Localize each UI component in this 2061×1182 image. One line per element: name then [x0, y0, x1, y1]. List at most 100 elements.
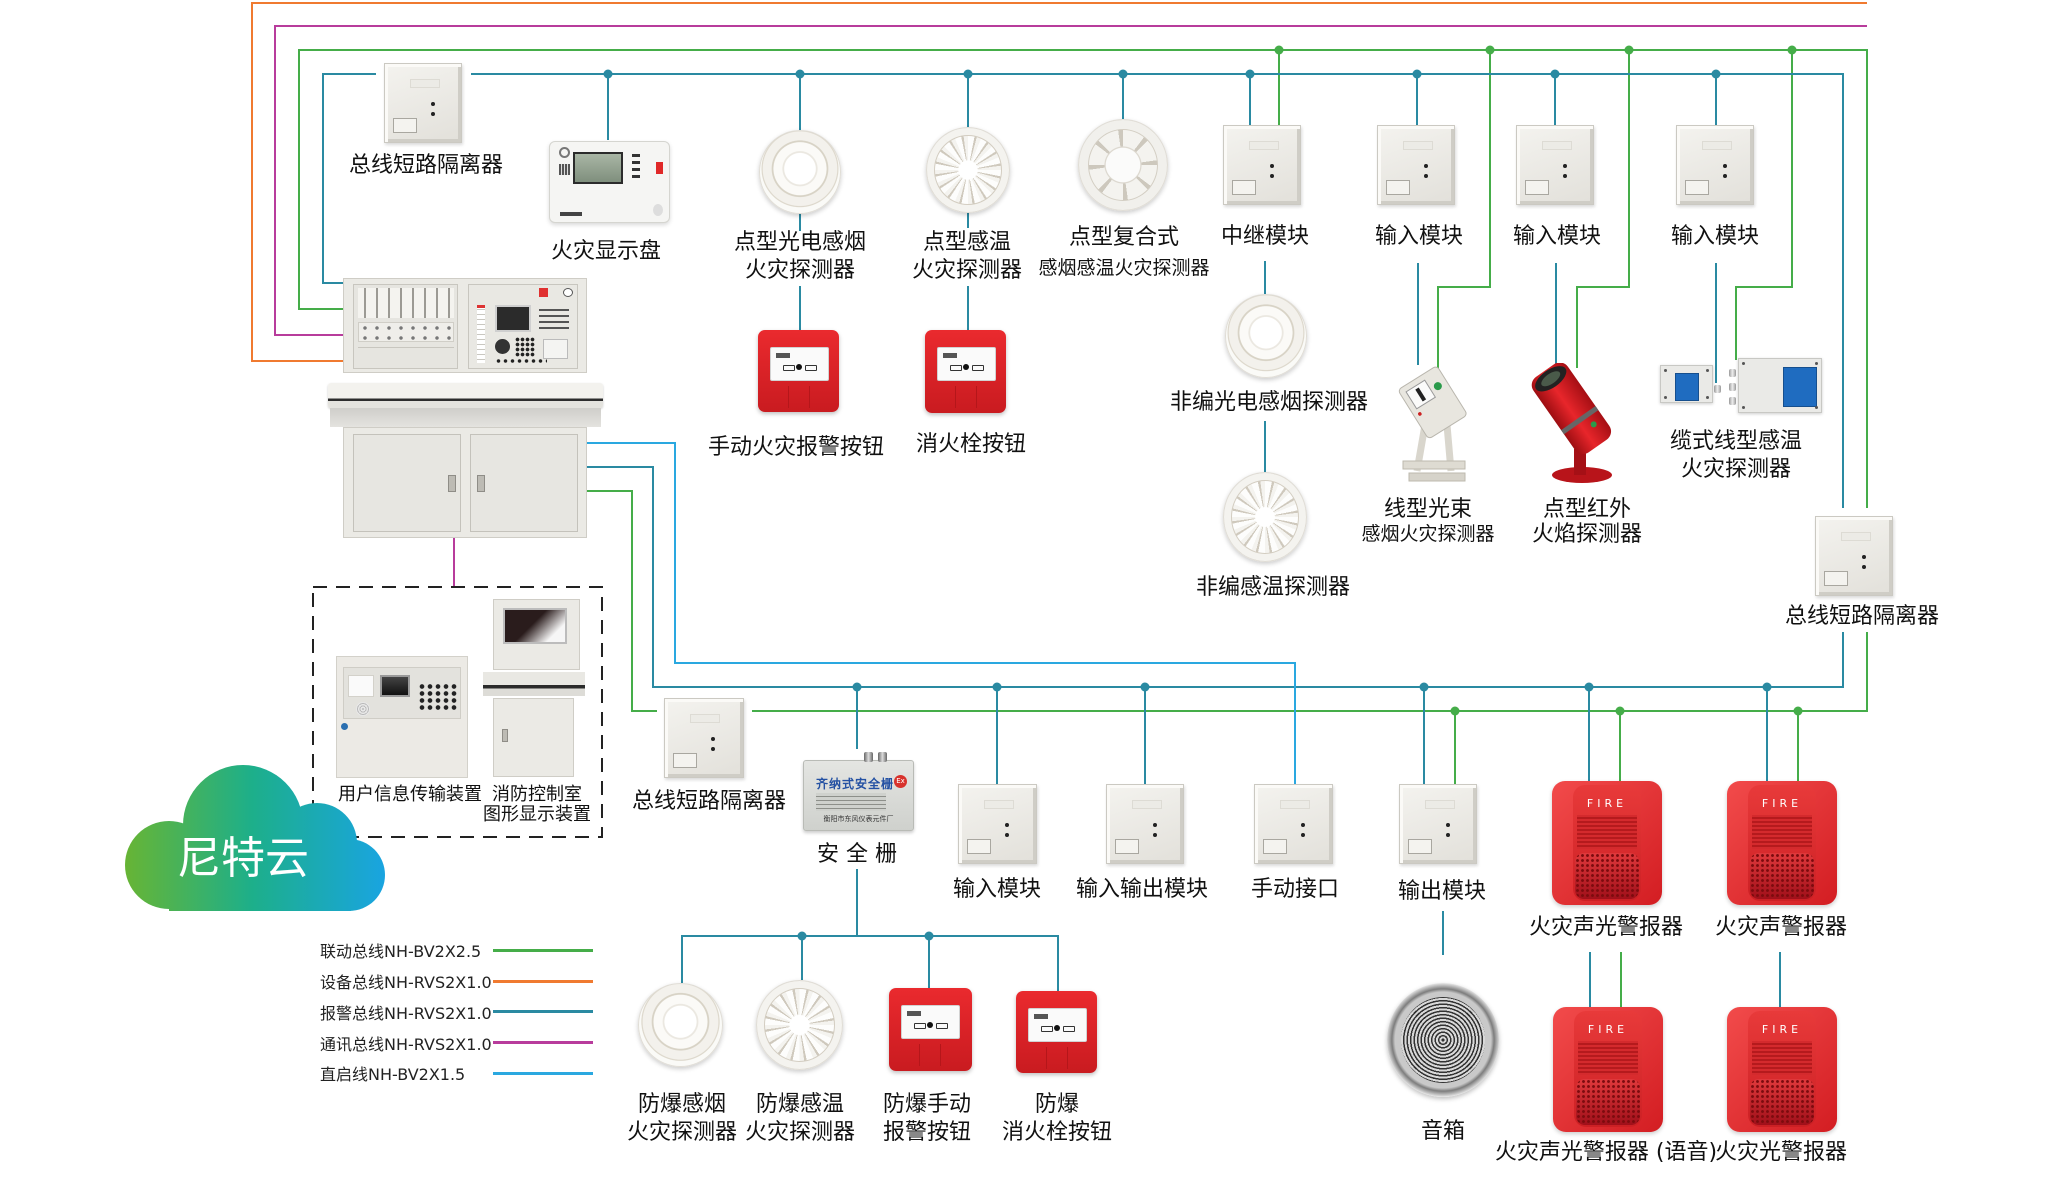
- linkage-drop-cable-heat-detector: [1735, 50, 1793, 360]
- legend-swatch: [493, 979, 593, 983]
- label-line: 火灾探测器: [744, 1120, 856, 1145]
- label-line: 非编光电感烟探测器: [1169, 390, 1369, 415]
- label-line: 用户信息传输装置: [338, 784, 482, 805]
- bus-isolator-top: [384, 63, 462, 143]
- linkage-bus-junctions: [1274, 45, 1803, 716]
- speaker-label: 音箱: [1421, 1118, 1465, 1146]
- label-line: 防爆感温: [755, 1092, 845, 1117]
- zener-safety-barrier: 齐纳式安全栅 Ex 衡阳市东风仪表元件厂: [803, 752, 914, 831]
- sounder-grille: [1577, 815, 1637, 849]
- noncoded-heat-detector-label: 非编感温探测器: [1196, 574, 1350, 602]
- label-line: 火灾探测器: [626, 1120, 738, 1145]
- graphic-display-device: [483, 599, 585, 777]
- alarm-face-text: FIRE: [1587, 1023, 1629, 1036]
- screw-icon: [1664, 396, 1667, 399]
- voice-alarm-label: 火灾声光警报器 (语音): [1495, 1139, 1717, 1167]
- direct-start-wire: [587, 442, 1296, 784]
- bus-isolator-bottom: [664, 698, 744, 778]
- junction-dot: [1793, 706, 1803, 716]
- label-line: 消防控制室: [492, 784, 582, 805]
- press-point-icon: [1054, 1025, 1060, 1031]
- label-line: 非编感温探测器: [1195, 575, 1351, 600]
- junction-dot: [603, 69, 613, 79]
- sound-light-alarm: FIRE: [1552, 781, 1662, 905]
- input-module-1-label: 输入模块: [1375, 223, 1463, 251]
- press-point-icon: [963, 364, 969, 370]
- status-indicator-icon: [341, 723, 348, 730]
- brand-plate: [1280, 800, 1310, 809]
- brand-plate: [1132, 800, 1162, 809]
- legend-item-alarm-bus: 报警总线NH-RVS2X1.0: [320, 997, 593, 1028]
- logo-icon: [559, 147, 570, 158]
- legend-item-direct-line: 直启线NH-BV2X1.5: [320, 1058, 593, 1089]
- voice-sound-light-alarm: FIRE: [1553, 1007, 1663, 1132]
- beam-detector-label: 线型光束感烟火灾探测器: [1361, 497, 1494, 547]
- label-line: 火灾探测器: [911, 258, 1023, 283]
- beam-detector-head: [1398, 366, 1467, 439]
- legend-swatch: [493, 948, 593, 952]
- bus-isolator-top-label: 总线短路隔离器: [349, 152, 503, 180]
- output-module: [1399, 784, 1477, 864]
- bus-isolator-right-label: 总线短路隔离器: [1785, 603, 1939, 631]
- legend-swatch: [493, 1071, 593, 1075]
- label-line: 火灾探测器: [744, 258, 856, 283]
- brand-plate: [1702, 141, 1732, 150]
- function-button-row: [495, 358, 547, 364]
- alarm-body: FIRE: [1748, 785, 1816, 901]
- hydrant-button-label: 消火栓按钮: [916, 431, 1026, 459]
- console-cabinet: [343, 427, 587, 538]
- manual-interface-label: 手动接口: [1251, 876, 1339, 904]
- manual-call-point: [758, 330, 839, 412]
- brand-plate: [1403, 141, 1433, 150]
- brand-plate: [410, 79, 440, 88]
- door-handle-icon: [448, 475, 456, 492]
- led-icon: [711, 737, 715, 741]
- status-led-strip: [477, 305, 485, 363]
- flame-detector-label: 点型红外火焰探测器: [1532, 497, 1642, 547]
- arrow-left-icon: [1063, 1026, 1075, 1032]
- junction-dot: [1274, 45, 1284, 55]
- label-line: 火焰探测器: [1531, 522, 1643, 547]
- info-label-plate: [1783, 367, 1817, 407]
- model-tag: [393, 118, 417, 133]
- label-line: 输入模块: [1512, 224, 1602, 249]
- hydrant-button: [925, 330, 1006, 413]
- user-info-transmission-device: [336, 656, 468, 778]
- junction-dot: [924, 931, 934, 941]
- indicator-window: [348, 675, 374, 697]
- label-line: 感烟感温火灾探测器: [1038, 257, 1210, 279]
- window-text-mark: [943, 353, 957, 358]
- label-line: 输入输出模块: [1075, 877, 1209, 902]
- arrow-left-icon: [972, 365, 984, 371]
- junction-dot: [963, 69, 973, 79]
- cable-gland-icon: [1714, 385, 1721, 393]
- ex-smoke-detector: [638, 983, 723, 1067]
- window-text-mark: [1034, 1014, 1048, 1019]
- junction-dot: [1419, 682, 1429, 692]
- noncoded-heat-detector: [1223, 472, 1307, 562]
- led-icon: [1446, 823, 1450, 827]
- door-handle-icon: [502, 729, 508, 742]
- led-icon: [1446, 833, 1450, 837]
- label-line: 防爆感烟: [637, 1092, 727, 1117]
- beam-detector-stand: [1402, 424, 1466, 482]
- legend-item-device-bus: 设备总线NH-RVS2X1.0: [320, 966, 593, 997]
- hydrant-button-window: [1028, 1008, 1087, 1042]
- label-line: 总线短路隔离器: [348, 153, 504, 178]
- model-tag: [673, 753, 697, 768]
- brand-plate: [1249, 141, 1279, 150]
- input-module-3: [1676, 125, 1754, 205]
- zone-button-row: [358, 322, 454, 342]
- junction-dot: [1624, 45, 1634, 55]
- arrow-right-icon: [1041, 1026, 1053, 1032]
- legend-label: 设备总线NH-RVS2X1.0: [320, 973, 492, 993]
- model-tag: [1115, 839, 1139, 854]
- screw-icon: [1742, 362, 1745, 365]
- sounder-grille: [1752, 1041, 1812, 1075]
- model-tag: [1408, 839, 1432, 854]
- nite-cloud: 尼特云: [125, 765, 385, 911]
- cable-heat-detector-label: 缆式线型感温火灾探测器: [1670, 428, 1802, 484]
- model-tag: [1386, 180, 1410, 195]
- label-line: 消火栓按钮: [1001, 1120, 1113, 1145]
